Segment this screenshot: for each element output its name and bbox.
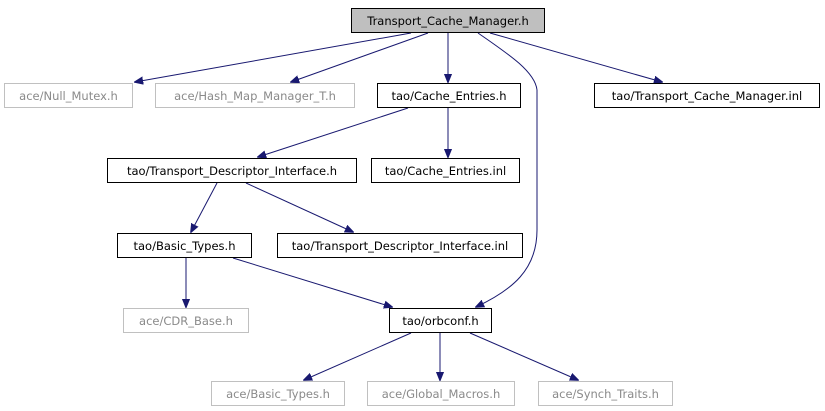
edge-root-to-null-mutex <box>135 32 412 82</box>
node-transport-cache-manager-h[interactable]: Transport_Cache_Manager.h <box>351 8 545 33</box>
node-ace-synch-traits-h: ace/Synch_Traits.h <box>538 381 673 406</box>
edge-basic-types-to-orbconf <box>232 257 392 307</box>
node-ace-hash-map-manager-t-h: ace/Hash_Map_Manager_T.h <box>155 83 355 108</box>
edge-root-to-hash-map <box>291 32 429 82</box>
edge-root-to-orbconf <box>476 32 538 307</box>
node-tao-basic-types-h[interactable]: tao/Basic_Types.h <box>117 233 252 258</box>
node-ace-basic-types-h: ace/Basic_Types.h <box>211 381 345 406</box>
node-tao-transport-descriptor-interface-h[interactable]: tao/Transport_Descriptor_Interface.h <box>107 158 357 183</box>
node-ace-null-mutex-h: ace/Null_Mutex.h <box>4 83 133 108</box>
node-tao-transport-cache-manager-inl[interactable]: tao/Transport_Cache_Manager.inl <box>594 83 820 108</box>
edge-orbconf-to-synch-traits <box>469 332 578 380</box>
edge-tdi-to-tdi-inl <box>245 182 353 232</box>
node-tao-cache-entries-inl[interactable]: tao/Cache_Entries.inl <box>371 158 520 183</box>
node-ace-global-macros-h: ace/Global_Macros.h <box>367 381 515 406</box>
node-tao-cache-entries-h[interactable]: tao/Cache_Entries.h <box>377 83 521 108</box>
edge-tdi-to-basic-types <box>191 182 218 232</box>
node-ace-cdr-base-h: ace/CDR_Base.h <box>123 308 249 333</box>
edge-root-to-tcm-inl <box>489 32 662 82</box>
node-tao-orbconf-h[interactable]: tao/orbconf.h <box>389 308 492 333</box>
edge-orbconf-to-ace-basic-types <box>304 332 412 380</box>
edge-cache-entries-to-tdi <box>258 107 409 157</box>
node-tao-transport-descriptor-interface-inl[interactable]: tao/Transport_Descriptor_Interface.inl <box>277 233 523 258</box>
